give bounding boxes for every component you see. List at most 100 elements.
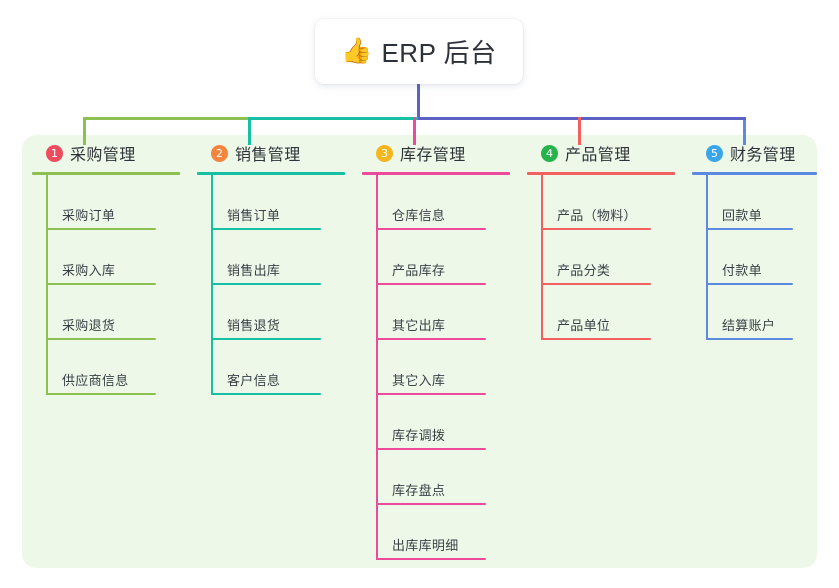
leaf-item[interactable]: 出库库明细 [362, 505, 510, 560]
leaf-item-underline [46, 283, 156, 285]
category-header-4[interactable]: 4 产品管理 [527, 140, 675, 166]
branch-column-4: 4 产品管理产品（物料） 产品分类产品单位 [527, 140, 675, 340]
branch-spine [376, 175, 378, 560]
leaf-item[interactable]: 销售订单 [197, 175, 345, 230]
leaf-item-label: 结算账户 [722, 318, 776, 333]
leaf-item[interactable]: 其它出库 [362, 285, 510, 340]
bus-elbow-right [705, 117, 746, 120]
leaf-item[interactable]: 回款单 [692, 175, 817, 230]
leaf-item-label: 回款单 [722, 208, 762, 223]
leaf-item[interactable]: 产品单位 [527, 285, 675, 340]
leaf-item-underline [706, 338, 793, 340]
category-badge-4: 4 [541, 144, 558, 162]
leaf-item-label: 其它出库 [392, 318, 446, 333]
category-badge-5: 5 [706, 144, 723, 162]
category-header-1[interactable]: 1 采购管理 [32, 140, 180, 166]
leaf-item-underline [211, 338, 321, 340]
category-badge-1: 1 [46, 144, 63, 162]
item-list: 产品（物料） 产品分类产品单位 [527, 175, 675, 340]
leaf-item[interactable]: 销售退货 [197, 285, 345, 340]
leaf-item[interactable]: 付款单 [692, 230, 817, 285]
leaf-item-underline [376, 558, 486, 560]
leaf-item-label: 产品单位 [557, 318, 611, 333]
category-underline [32, 172, 180, 175]
leaf-item-label: 销售退货 [227, 318, 281, 333]
leaf-item-underline [706, 283, 793, 285]
leaf-item-underline [541, 338, 651, 340]
item-list: 采购订单采购入库采购退货供应商信息 [32, 175, 180, 395]
category-underline [197, 172, 345, 175]
leaf-item-label: 仓库信息 [392, 208, 446, 223]
item-list: 仓库信息产品库存其它出库其它入库库存调拨库存盘点出库库明细 [362, 175, 510, 560]
leaf-item-label: 采购退货 [62, 318, 116, 333]
leaf-item-underline [376, 338, 486, 340]
category-badge-2: 2 [211, 144, 228, 162]
leaf-item-label: 产品库存 [392, 263, 446, 278]
leaf-item[interactable]: 销售出库 [197, 230, 345, 285]
category-header-3[interactable]: 3 库存管理 [362, 140, 510, 166]
leaf-item-underline [211, 228, 321, 230]
leaf-item[interactable]: 库存盘点 [362, 450, 510, 505]
category-title: 库存管理 [400, 147, 466, 164]
leaf-item[interactable]: 采购退货 [32, 285, 180, 340]
branch-column-3: 3 库存管理仓库信息产品库存其它出库其它入库库存调拨库存盘点出库库明细 [362, 140, 510, 560]
leaf-item-label: 供应商信息 [62, 373, 129, 388]
leaf-item[interactable]: 结算账户 [692, 285, 817, 340]
branch-column-5: 5 财务管理回款单付款单结算账户 [692, 140, 817, 340]
leaf-item[interactable]: 产品库存 [362, 230, 510, 285]
leaf-item-label: 采购订单 [62, 208, 116, 223]
leaf-item-label: 产品分类 [557, 263, 611, 278]
category-title: 采购管理 [70, 147, 136, 164]
leaf-item-underline [211, 283, 321, 285]
thumbs-up-icon: 👍 [341, 37, 373, 65]
leaf-item-underline [541, 283, 651, 285]
bus-segment-indigo [418, 117, 708, 120]
leaf-item-underline [46, 393, 156, 395]
leaf-item[interactable]: 采购订单 [32, 175, 180, 230]
leaf-item[interactable]: 产品分类 [527, 230, 675, 285]
category-badge-3: 3 [376, 144, 393, 162]
bus-segment-green [83, 117, 248, 120]
drop-connector-3 [413, 117, 416, 145]
leaf-item[interactable]: 其它入库 [362, 340, 510, 395]
category-title: 产品管理 [565, 147, 631, 164]
root-node[interactable]: 👍 ERP 后台 [315, 19, 523, 84]
leaf-item-underline [211, 393, 321, 395]
leaf-item-label: 销售出库 [227, 263, 281, 278]
branch-spine [211, 175, 213, 395]
leaf-item[interactable]: 采购入库 [32, 230, 180, 285]
leaf-item-underline [376, 393, 486, 395]
leaf-item[interactable]: 产品（物料） [527, 175, 675, 230]
leaf-item-underline [376, 503, 486, 505]
drop-connector-1 [83, 117, 86, 145]
drop-connector-4 [578, 117, 581, 145]
category-header-2[interactable]: 2 销售管理 [197, 140, 345, 166]
leaf-item-label: 销售订单 [227, 208, 281, 223]
leaf-item-label: 付款单 [722, 263, 762, 278]
leaf-item-label: 客户信息 [227, 373, 281, 388]
branch-spine [706, 175, 708, 340]
item-list: 销售订单销售出库销售退货客户信息 [197, 175, 345, 395]
leaf-item[interactable]: 库存调拨 [362, 395, 510, 450]
category-header-5[interactable]: 5 财务管理 [692, 140, 817, 166]
leaf-item-label: 产品（物料） [557, 208, 637, 223]
category-underline [692, 172, 817, 175]
leaf-item[interactable]: 仓库信息 [362, 175, 510, 230]
leaf-item[interactable]: 客户信息 [197, 340, 345, 395]
item-list: 回款单付款单结算账户 [692, 175, 817, 340]
drop-connector-2 [248, 117, 251, 145]
branch-spine [46, 175, 48, 395]
leaf-item-underline [46, 228, 156, 230]
leaf-item-underline [541, 228, 651, 230]
category-underline [362, 172, 510, 175]
leaf-item-underline [706, 228, 793, 230]
category-title: 财务管理 [730, 147, 796, 164]
leaf-item-underline [46, 338, 156, 340]
branch-spine [541, 175, 543, 340]
branch-column-2: 2 销售管理销售订单销售出库销售退货客户信息 [197, 140, 345, 395]
root-stem-connector [417, 84, 420, 120]
category-title: 销售管理 [235, 147, 301, 164]
leaf-item-label: 采购入库 [62, 263, 116, 278]
leaf-item[interactable]: 供应商信息 [32, 340, 180, 395]
